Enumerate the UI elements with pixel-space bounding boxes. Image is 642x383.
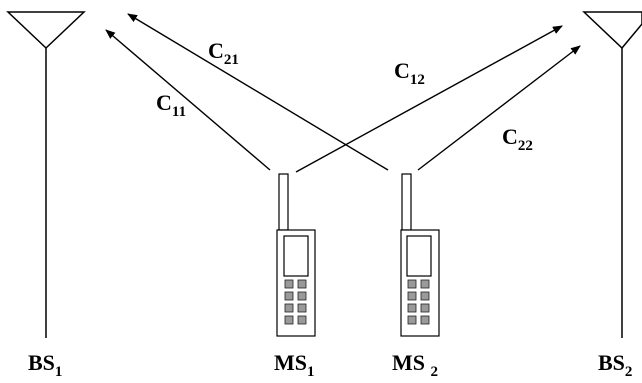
mobile-station-1-label: MS1 [274,350,315,380]
channel-arrow-c12 [295,25,563,173]
mobile-station-1-phone [276,173,316,337]
channel-arrow-c11 [105,29,271,171]
channel-label-c21: C21 [208,38,239,68]
channel-label-c11: C11 [156,90,186,120]
channel-label-c22: C22 [502,124,533,154]
channel-label-c12: C12 [394,58,425,88]
channel-arrow-c22 [417,45,581,171]
mobile-station-2-label: MS 2 [392,350,438,380]
base-station-2-antenna [582,11,642,338]
mobile-station-2-phone [400,173,440,337]
base-station-2-label: BS2 [598,350,632,380]
base-station-1-antenna [6,11,86,338]
channel-arrow-c21 [127,13,389,171]
base-station-1-label: BS1 [28,350,62,380]
